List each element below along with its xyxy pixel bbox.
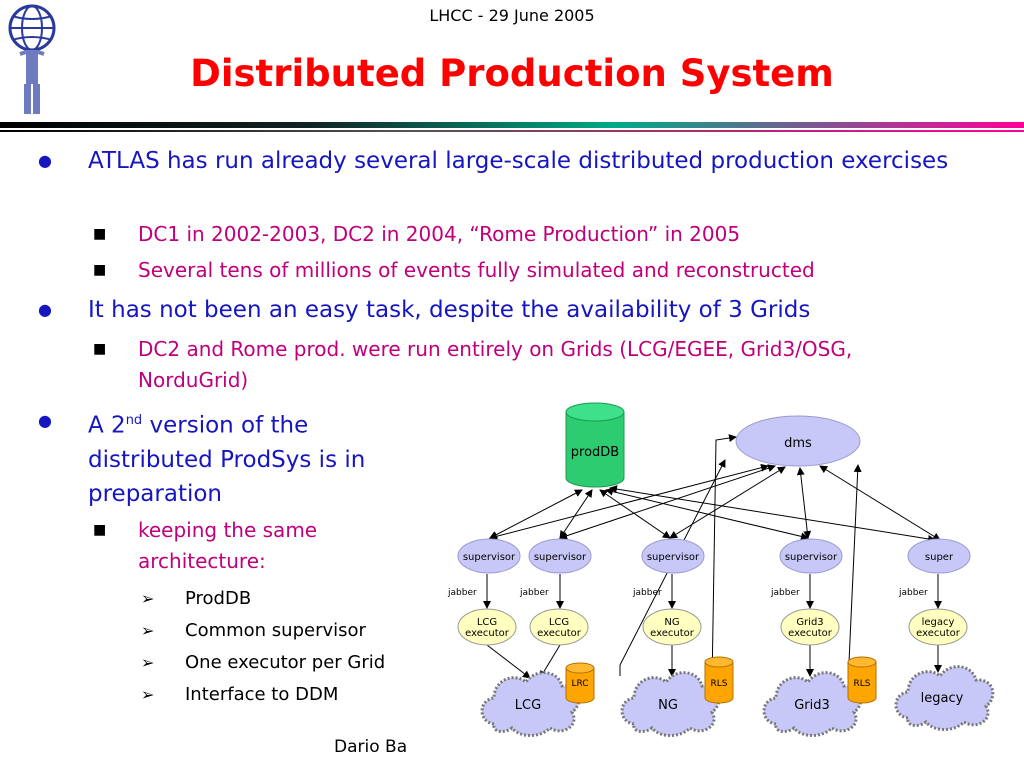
catalog-node: LRC <box>565 662 595 704</box>
cloud-node: LCG <box>480 671 581 737</box>
cloud-node: NG <box>620 671 721 737</box>
title-divider-thin <box>0 130 1024 132</box>
arrow-bullet-text: Common supervisor <box>185 620 366 641</box>
bullet-item: ● ATLAS has run already several large-sc… <box>38 144 988 178</box>
catalog-label: RLS <box>854 679 871 689</box>
footer-author: Dario Ba <box>334 737 408 757</box>
square-bullet-icon: ■ <box>93 341 107 357</box>
dms-node: dms <box>735 415 861 467</box>
sub-bullet-text: Several tens of millions of events fully… <box>138 258 815 282</box>
catalog-label: LRC <box>571 679 588 689</box>
proddb-node: prodDB <box>565 402 625 488</box>
supervisor-label: supervisor <box>534 552 587 563</box>
sub-bullet-item: ■ keeping the same architecture: <box>93 515 368 577</box>
bullet-item: ● A 2nd version of the distributed ProdS… <box>38 404 373 511</box>
jabber-label: jabber <box>632 588 662 598</box>
cloud-label: NG <box>658 698 678 713</box>
bullet-text-post: version of the distributed ProdSys is in… <box>88 412 366 507</box>
jabber-label: jabber <box>519 588 549 598</box>
executor-label: NG <box>664 617 679 628</box>
supervisor-label: supervisor <box>785 552 838 563</box>
supervisor-node: super <box>907 538 971 574</box>
executor-node: LCG executor <box>529 608 589 646</box>
executor-label: LCG <box>477 617 497 628</box>
executor-label: executor <box>465 628 510 639</box>
executor-label: executor <box>650 628 695 639</box>
bullet-text: It has not been an easy task, despite th… <box>88 297 811 323</box>
dms-label: dms <box>784 436 812 451</box>
executor-node: LCG executor <box>457 608 517 646</box>
cloud-label: Grid3 <box>794 698 830 713</box>
sub-bullet-text: keeping the same architecture: <box>138 518 318 573</box>
arrow-bullet-icon: ➢ <box>141 653 155 672</box>
bullet-text: ATLAS has run already several large-scal… <box>88 148 949 174</box>
catalog-node: RLS <box>704 656 734 704</box>
arrow-bullet-text: One executor per Grid <box>185 652 386 673</box>
executor-label: LCG <box>549 617 569 628</box>
executor-node: legacy executor <box>908 608 968 646</box>
cloud-label: legacy <box>921 691 964 706</box>
header-date: LHCC - 29 June 2005 <box>429 6 595 25</box>
supervisor-node: supervisor <box>779 538 843 574</box>
prodsys-architecture-diagram: prodDB dms supervisor supervisor supervi… <box>447 402 995 737</box>
sub-bullet-text: DC2 and Rome prod. were run entirely on … <box>138 337 853 392</box>
arrow-bullet-icon: ➢ <box>141 685 155 704</box>
bullet-text-pre: A 2 <box>88 412 126 439</box>
square-bullet-icon: ■ <box>93 226 107 242</box>
supervisor-label: super <box>925 552 954 563</box>
sub-bullet-item: ■ DC2 and Rome prod. were run entirely o… <box>93 334 878 396</box>
executor-label: legacy <box>922 617 955 628</box>
arrow-bullet-item: ➢ One executor per Grid <box>141 647 386 679</box>
page-title: Distributed Production System <box>190 52 834 95</box>
arrow-bullet-item: ➢ Interface to DDM <box>141 679 339 711</box>
cloud-label: LCG <box>515 698 541 713</box>
arrow-bullet-item: ➢ ProdDB <box>141 583 252 615</box>
executor-label: Grid3 <box>796 617 823 628</box>
supervisor-node: supervisor <box>457 538 521 574</box>
catalog-node: RLS <box>847 656 877 704</box>
dot-bullet-icon: ● <box>38 151 52 170</box>
executor-label: executor <box>916 628 961 639</box>
bullet-text-sup: nd <box>125 413 143 428</box>
diagram-connections <box>483 434 942 685</box>
jabber-label: jabber <box>447 588 477 598</box>
jabber-label: jabber <box>770 588 800 598</box>
sub-bullet-text: DC1 in 2002-2003, DC2 in 2004, “Rome Pro… <box>138 222 741 246</box>
catalog-label: RLS <box>711 679 728 689</box>
atlas-logo-icon <box>8 4 56 114</box>
arrow-bullet-text: ProdDB <box>185 588 252 609</box>
supervisor-label: supervisor <box>463 552 516 563</box>
executor-label: executor <box>537 628 582 639</box>
executor-node: Grid3 executor <box>780 608 840 646</box>
cloud-node: legacy <box>894 665 995 731</box>
supervisor-label: supervisor <box>647 552 700 563</box>
dot-bullet-icon: ● <box>38 411 52 430</box>
title-divider <box>0 122 1024 128</box>
arrow-bullet-icon: ➢ <box>141 621 155 640</box>
dot-bullet-icon: ● <box>38 300 52 319</box>
square-bullet-icon: ■ <box>93 522 107 538</box>
cloud-node: Grid3 <box>762 671 863 737</box>
executor-node: NG executor <box>642 608 702 646</box>
jabber-label: jabber <box>898 588 928 598</box>
executor-label: executor <box>788 628 833 639</box>
supervisor-node: supervisor <box>641 538 705 574</box>
arrow-bullet-icon: ➢ <box>141 589 155 608</box>
arrow-bullet-text: Interface to DDM <box>185 684 339 705</box>
sub-bullet-item: ■ DC1 in 2002-2003, DC2 in 2004, “Rome P… <box>93 219 998 250</box>
square-bullet-icon: ■ <box>93 262 107 278</box>
supervisor-node: supervisor <box>528 538 592 574</box>
proddb-label: prodDB <box>571 445 619 460</box>
sub-bullet-item: ■ Several tens of millions of events ful… <box>93 255 998 286</box>
arrow-bullet-item: ➢ Common supervisor <box>141 615 366 647</box>
bullet-item: ● It has not been an easy task, despite … <box>38 293 988 327</box>
